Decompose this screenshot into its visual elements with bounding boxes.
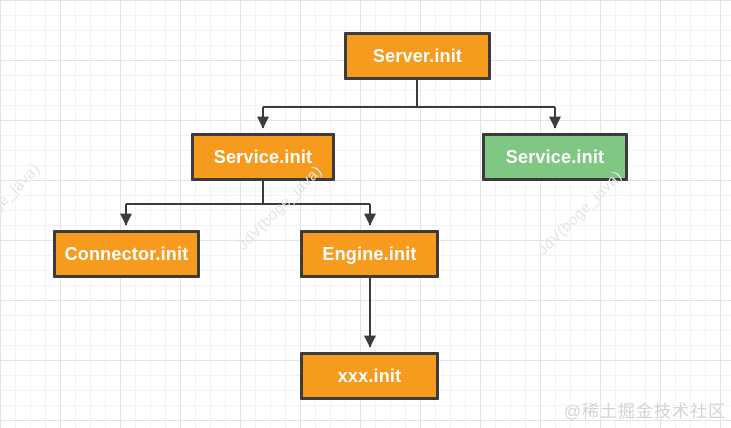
node-service-init-left: Service.init <box>191 133 335 181</box>
node-label: Server.init <box>372 45 463 66</box>
diagonal-watermark: JdV(boge_java) <box>0 160 44 252</box>
node-service-init-right: Service.init <box>482 133 628 181</box>
node-engine-init: Engine.init <box>300 230 439 278</box>
node-xxx-init: xxx.init <box>300 352 439 400</box>
credit-watermark: @稀土掘金技术社区 <box>563 402 726 421</box>
node-label: Service.init <box>213 146 313 167</box>
node-label: Service.init <box>505 146 605 167</box>
node-connector-init: Connector.init <box>53 230 200 278</box>
node-server-init: Server.init <box>344 32 491 80</box>
diagonal-watermark: JdV(boge_java) <box>534 167 626 259</box>
node-label: xxx.init <box>337 365 402 386</box>
node-label: Engine.init <box>322 243 417 264</box>
node-label: Connector.init <box>64 243 189 264</box>
